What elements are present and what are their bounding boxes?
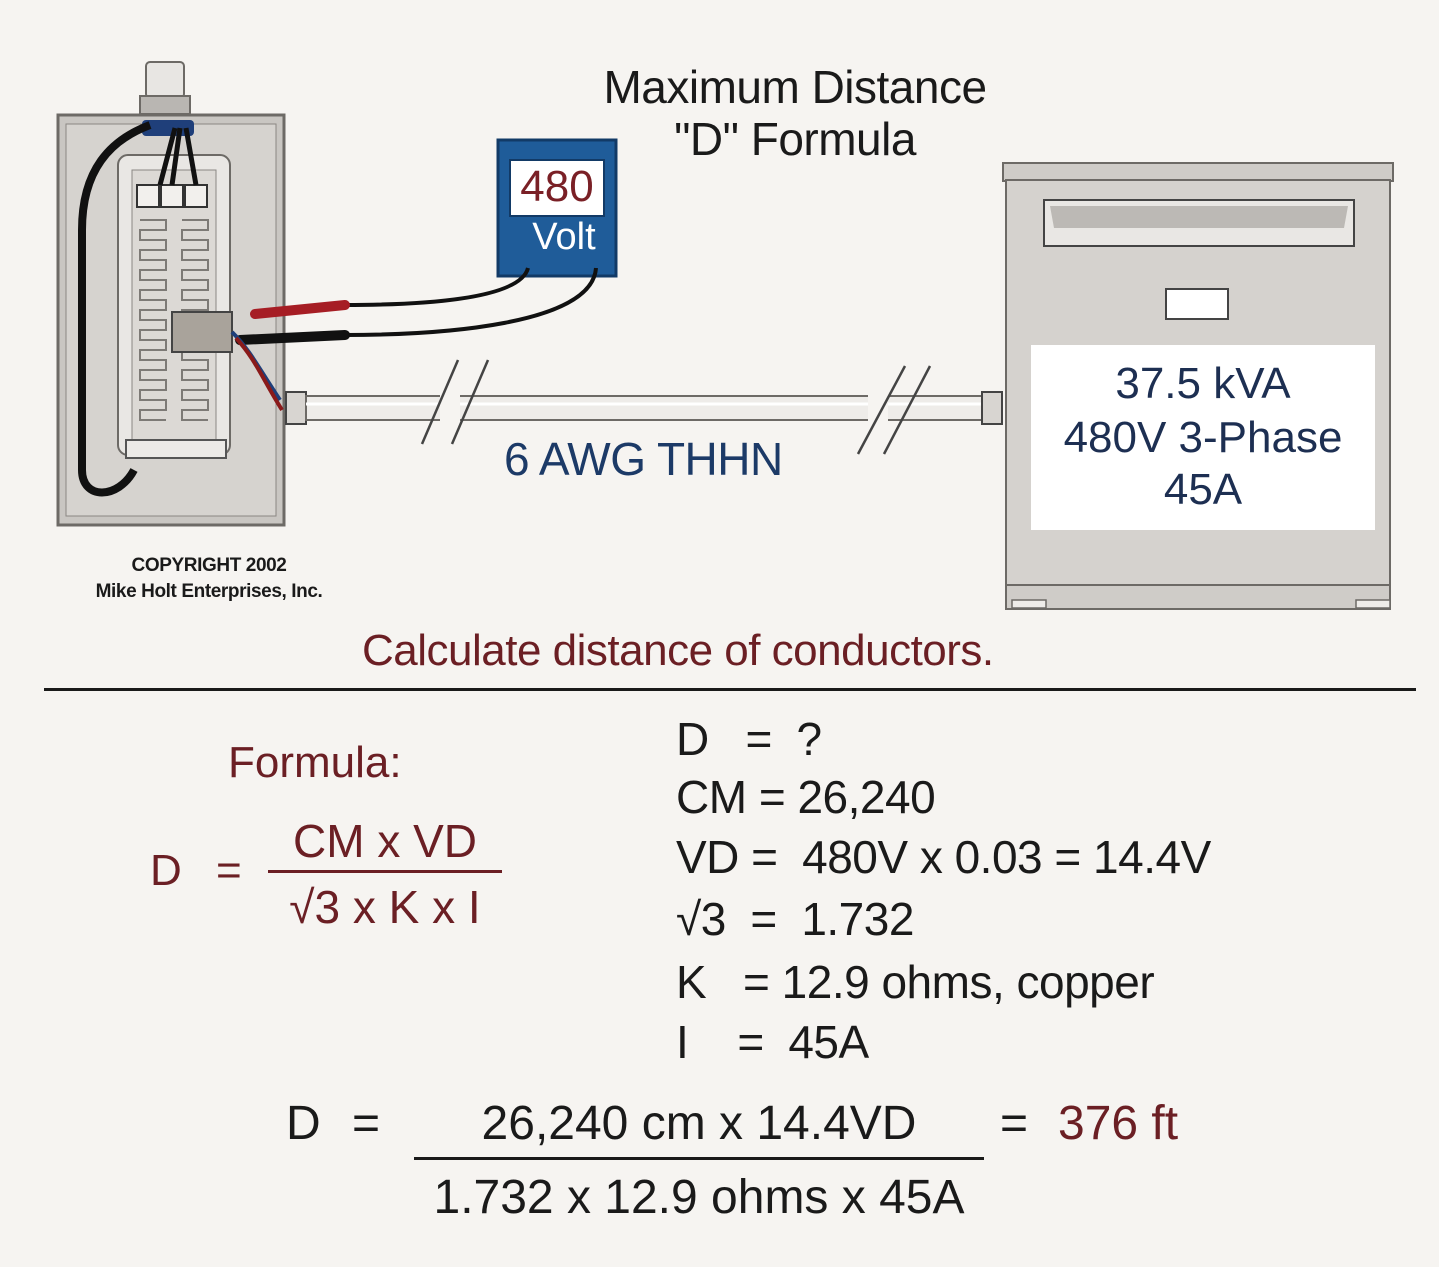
conductor-label: 6 AWG THHN: [504, 433, 783, 485]
conduit: [305, 359, 1003, 455]
disconnect-panel: [56, 61, 307, 527]
title-line-1: Maximum Distance: [603, 61, 987, 113]
formula-equals: =: [216, 846, 242, 895]
formula-label: Formula:: [228, 738, 402, 787]
transformer-amps: 45A: [1163, 465, 1243, 514]
variable-i: I = 45A: [676, 1016, 869, 1068]
variable-sqrt3: √3 = 1.732: [676, 893, 914, 945]
section-divider: [44, 688, 1416, 691]
test-leads: [230, 267, 598, 412]
question-text: Calculate distance of conductors.: [362, 626, 994, 675]
variable-d: D = ?: [676, 713, 822, 765]
formula-fraction-bar: [268, 870, 502, 873]
copyright-line-2: Mike Holt Enterprises, Inc.: [95, 581, 323, 602]
result-numerator: 26,240 cm x 14.4VD: [481, 1097, 917, 1150]
result-denominator: 1.732 x 12.9 ohms x 45A: [433, 1171, 965, 1224]
diagram-illustration: [56, 61, 1394, 610]
formula-lhs: D: [150, 846, 182, 895]
transformer-voltage: 480V 3-Phase: [1063, 413, 1343, 462]
title-line-2: "D" Formula: [674, 113, 916, 165]
voltmeter: [496, 138, 618, 278]
result-answer: 376 ft: [1058, 1097, 1179, 1150]
result-equals-2: =: [1000, 1097, 1029, 1150]
formula-numerator: CM x VD: [293, 815, 477, 867]
formula-denominator: √3 x K x I: [289, 881, 481, 933]
result-lhs: D: [286, 1097, 321, 1150]
result-equals: =: [352, 1097, 381, 1150]
result-fraction-bar: [414, 1157, 984, 1160]
transformer: [1002, 162, 1394, 610]
variable-vd: VD = 480V x 0.03 = 14.4V: [676, 831, 1211, 883]
variable-cm: CM = 26,240: [676, 771, 936, 823]
meter-unit: Volt: [532, 216, 596, 258]
transformer-kva: 37.5 kVA: [1115, 359, 1291, 408]
meter-value: 480: [520, 162, 594, 211]
variable-k: K = 12.9 ohms, copper: [676, 956, 1155, 1008]
copyright-line-1: COPYRIGHT 2002: [131, 555, 287, 576]
